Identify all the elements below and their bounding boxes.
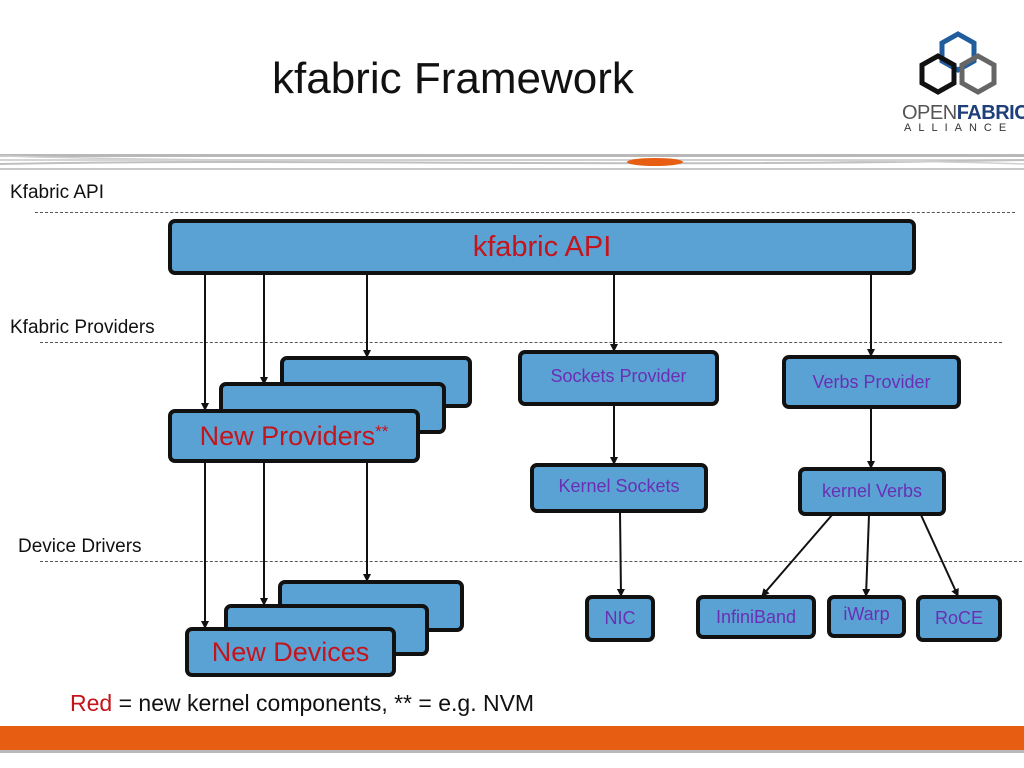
footer-bar	[0, 726, 1024, 750]
logo-wordmark: OPENFABRICS	[902, 102, 1024, 124]
new-devices-label: New Devices	[211, 636, 370, 667]
logo-subtitle: ALLIANCE	[904, 122, 1014, 134]
kernel-sockets-label: Kernel Sockets	[558, 475, 680, 496]
infiniband-label: InfiniBand	[715, 606, 797, 627]
infiniband-box: InfiniBand	[696, 595, 816, 639]
arrow-kernel-verbs-to-iwarp	[862, 514, 871, 597]
footer-divider	[0, 750, 1024, 753]
section-label-api: Kfabric API	[10, 182, 104, 203]
hexagon-logo-icon	[919, 31, 997, 95]
kfabric-api-box: kfabric API	[168, 219, 916, 275]
new-providers-note-marker: **	[375, 422, 389, 441]
openfabrics-logo	[919, 31, 997, 95]
legend-red-word: Red	[70, 690, 113, 716]
separator-providers	[40, 342, 1002, 343]
arrow-kernel-verbs-to-roce	[920, 514, 959, 597]
sockets-provider-box: Sockets Provider	[518, 350, 719, 406]
arrow-kernel-sockets-to-nic	[616, 511, 625, 597]
iwarp-label: iWarp	[843, 604, 890, 624]
verbs-provider-label: Verbs Provider	[812, 371, 931, 392]
section-label-drivers: Device Drivers	[18, 536, 142, 557]
new-providers-label: New Providers	[199, 420, 376, 451]
legend-text: = new kernel components, ** = e.g. NVM	[112, 690, 535, 716]
kernel-verbs-label: kernel Verbs	[821, 481, 923, 501]
page-title: kfabric Framework	[272, 54, 634, 103]
roce-box: RoCE	[916, 595, 1002, 642]
iwarp-box: iWarp	[827, 595, 906, 638]
nic-label: NIC	[604, 608, 636, 628]
section-label-providers: Kfabric Providers	[10, 317, 155, 338]
kernel-sockets-box: Kernel Sockets	[530, 463, 708, 513]
arrow-kernel-verbs-to-infiniband	[761, 514, 833, 597]
verbs-provider-box: Verbs Provider	[782, 355, 961, 409]
legend: Red = new kernel components, ** = e.g. N…	[70, 690, 534, 717]
kfabric-api-label: kfabric API	[472, 230, 612, 263]
separator-api	[35, 212, 1015, 213]
new-devices-box: New Devices	[185, 627, 396, 677]
roce-label: RoCE	[934, 608, 983, 628]
nic-box: NIC	[585, 595, 655, 642]
sockets-provider-label: Sockets Provider	[550, 365, 687, 386]
new-providers-box: New Providers**	[168, 409, 420, 463]
separator-drivers	[40, 561, 1022, 562]
header-band	[0, 154, 1024, 170]
kernel-verbs-box: kernel Verbs	[798, 467, 946, 516]
